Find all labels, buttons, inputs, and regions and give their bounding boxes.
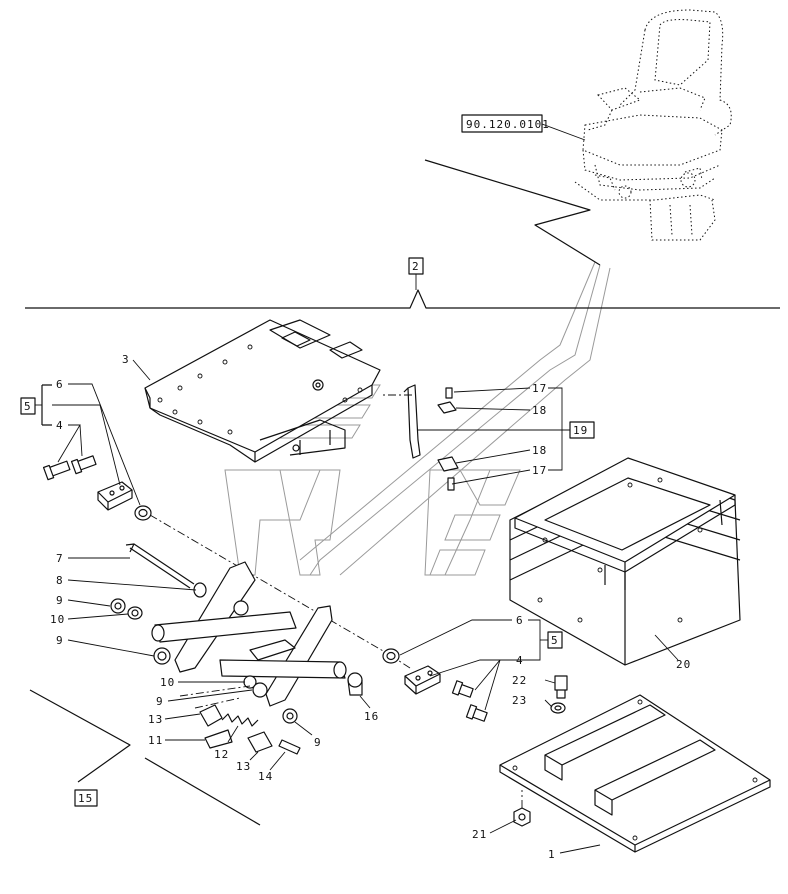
group-19-label: 19 <box>573 424 588 437</box>
group-2-box[interactable]: 2 <box>408 257 424 275</box>
callout-9-a: 9 <box>56 594 64 607</box>
callout-9-c: 9 <box>156 695 164 708</box>
group-15-label: 15 <box>78 792 93 805</box>
callout-16: 16 <box>364 710 379 723</box>
part-23-washer <box>550 702 566 714</box>
callout-18-bottom: 18 <box>532 444 547 457</box>
callout-18-top: 18 <box>532 404 547 417</box>
group-5-bottom-label: 5 <box>551 634 559 647</box>
callout-21: 21 <box>472 828 487 841</box>
callout-7: 7 <box>56 552 64 565</box>
group-5-bottom-hardware <box>382 648 488 722</box>
callout-10-b: 10 <box>160 676 175 689</box>
callout-9-d: 9 <box>314 736 322 749</box>
part-19-rail-assembly <box>380 384 459 491</box>
callout-23: 23 <box>512 694 527 707</box>
group-5-top-hardware <box>41 384 152 521</box>
group-5-top-label: 5 <box>24 400 32 413</box>
callout-13-b: 13 <box>236 760 251 773</box>
part-3-seat-plate <box>144 319 381 463</box>
callout-8: 8 <box>56 574 64 587</box>
callout-13-a: 13 <box>148 713 163 726</box>
group-19-box[interactable]: 19 <box>569 421 595 439</box>
seat-assembly-reference <box>574 9 732 241</box>
callout-6-bottom: 6 <box>516 614 524 627</box>
callout-4-bottom: 4 <box>516 654 524 667</box>
catalog-reference-label: 90.120.0101 <box>466 118 550 131</box>
callout-1: 1 <box>548 848 556 861</box>
callout-9-b: 9 <box>56 634 64 647</box>
part-21-nut <box>513 807 531 827</box>
group-2-label: 2 <box>412 260 420 273</box>
group-15-box[interactable]: 15 <box>74 789 98 807</box>
catalog-reference-box[interactable]: 90.120.0101 <box>461 114 550 133</box>
callout-3: 3 <box>122 353 130 366</box>
callout-20: 20 <box>676 658 691 671</box>
callout-22: 22 <box>512 674 527 687</box>
callout-11: 11 <box>148 734 163 747</box>
callout-numbers: 3 6 4 7 8 9 10 9 10 9 13 11 12 13 14 9 1… <box>50 353 691 861</box>
background-watermark <box>224 261 611 576</box>
group-5-top-box[interactable]: 5 <box>20 397 36 415</box>
part-22-screw <box>554 675 568 699</box>
callout-10-a: 10 <box>50 613 65 626</box>
callout-4-top: 4 <box>56 419 64 432</box>
group-5-bottom-box[interactable]: 5 <box>547 631 563 649</box>
callout-17-bottom: 17 <box>532 464 547 477</box>
callout-6-top: 6 <box>56 378 64 391</box>
scissor-mechanism <box>110 543 363 755</box>
part-20-suspension-bellows <box>509 457 741 666</box>
callout-14: 14 <box>258 770 273 783</box>
callout-leaders <box>35 359 679 854</box>
callout-17-top: 17 <box>532 382 547 395</box>
part-1-base-plate <box>499 694 771 853</box>
callout-12: 12 <box>214 748 229 761</box>
